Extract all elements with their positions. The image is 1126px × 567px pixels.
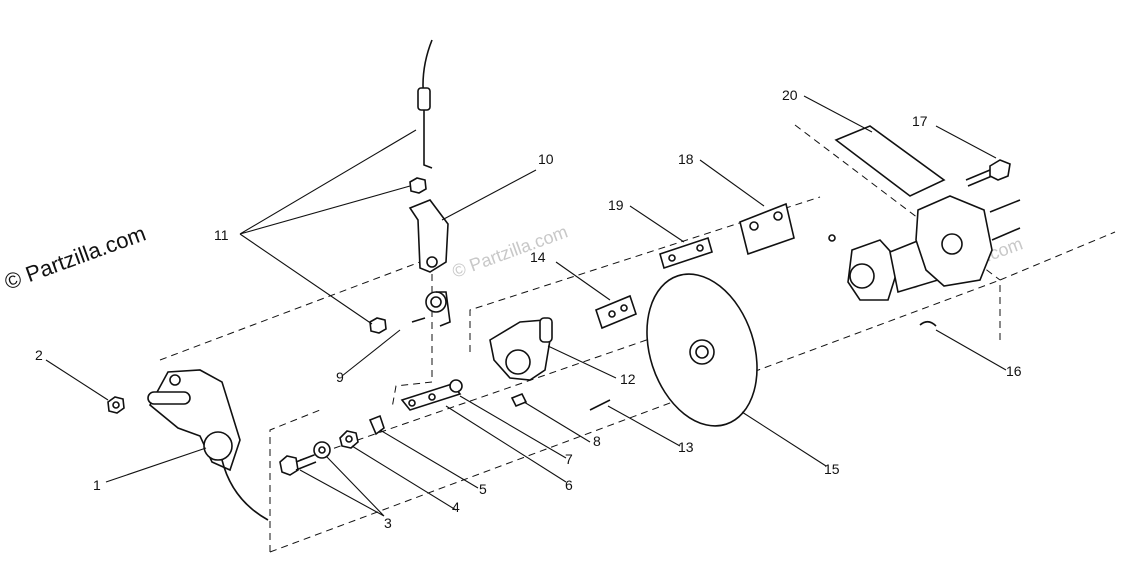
watermark-main: © Partzilla.com xyxy=(1,221,149,295)
callout-2: 2 xyxy=(35,347,43,363)
callout-6: 6 xyxy=(565,477,573,493)
callout-1: 1 xyxy=(93,477,101,493)
part-10-cable-bracket xyxy=(408,39,449,273)
part-16-clip xyxy=(919,320,937,327)
part-1-lever-bracket xyxy=(147,369,269,521)
callout-15: 15 xyxy=(824,461,840,477)
part-9-spring xyxy=(411,291,451,327)
watermark-faint-1: © Partzilla.com xyxy=(450,221,571,281)
callout-19: 19 xyxy=(608,197,624,213)
callout-4: 4 xyxy=(452,499,460,515)
callout-18: 18 xyxy=(678,151,694,167)
callout-17: 17 xyxy=(912,113,928,129)
callout-10: 10 xyxy=(538,151,554,167)
part-4-nut xyxy=(339,430,359,449)
part-18-block xyxy=(739,202,795,256)
part-19-plate xyxy=(659,236,713,270)
part-12-cam-body xyxy=(489,317,553,381)
callout-numbers: 1 2 3 4 5 6 7 8 9 10 11 12 13 14 15 16 1… xyxy=(35,87,1022,531)
part-2-nut xyxy=(107,396,125,414)
callout-5: 5 xyxy=(479,481,487,497)
hub-spider-assembly xyxy=(828,195,1021,301)
callout-9: 9 xyxy=(336,369,344,385)
callout-12: 12 xyxy=(620,371,636,387)
callout-11: 11 xyxy=(214,227,229,243)
callout-20: 20 xyxy=(782,87,798,103)
part-7-bushing xyxy=(449,379,463,393)
part-6-link-arm xyxy=(400,383,462,411)
callout-3: 3 xyxy=(384,515,392,531)
part-15-sheave-disc xyxy=(646,273,758,427)
part-20-decal xyxy=(834,125,946,197)
part-3-bolt-washer xyxy=(279,441,331,476)
callout-leader-lines xyxy=(45,95,1007,517)
callout-8: 8 xyxy=(593,433,601,449)
part-17-bolt xyxy=(965,159,1011,187)
part-5-clip xyxy=(368,414,385,436)
part-8-small-bolt xyxy=(510,392,528,408)
callout-16: 16 xyxy=(1006,363,1022,379)
assembly-axis-lines xyxy=(159,124,1116,553)
part-14-block xyxy=(595,294,637,330)
callout-7: 7 xyxy=(565,451,573,467)
part-11-cable-nuts xyxy=(369,177,427,334)
part-13-pin xyxy=(589,399,611,411)
callout-14: 14 xyxy=(530,249,546,265)
callout-13: 13 xyxy=(678,439,694,455)
